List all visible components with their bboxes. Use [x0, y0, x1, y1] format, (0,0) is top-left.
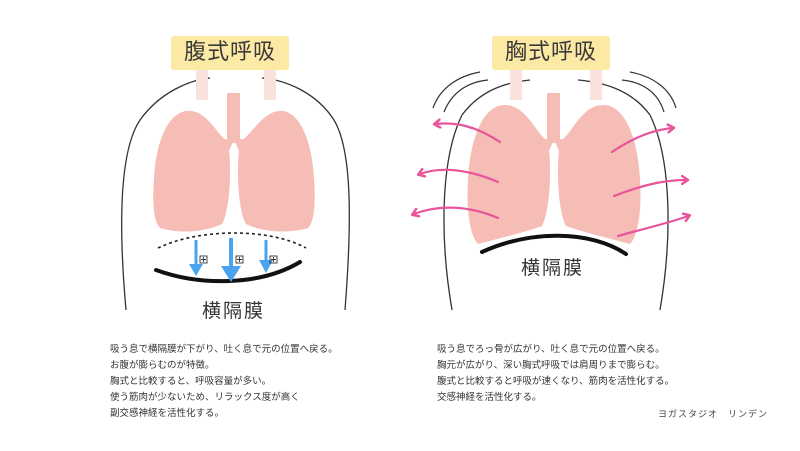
- expansion-arrows: [414, 124, 688, 238]
- abdominal-figure: [120, 70, 350, 311]
- expansion-strokes: [432, 71, 677, 113]
- description-line: 使う筋肉が少ないため、リラックス度が高く: [110, 392, 300, 403]
- left-lung: [467, 104, 550, 244]
- diaphragm-line: [480, 233, 628, 256]
- description-line: 胸元が広がり、深い胸式呼吸では肩周りまで膨らむ。: [437, 360, 665, 371]
- description-line: 胸式と比較すると、呼吸容量が多い。: [110, 376, 272, 387]
- abdominal-description: 吸う息で横隔膜が下がり、吐く息で元の位置へ戻る。 お腹が膨らむのが特徴。 胸式と…: [110, 342, 338, 422]
- torso-outline: [443, 79, 531, 311]
- description-line: 副交感神経を活性化する。: [110, 408, 225, 419]
- torso-outline: [120, 77, 211, 311]
- thoracic-description: 吸う息でろっ骨が広がり、吐く息で元の位置へ戻る。 胸元が広がり、深い胸式呼吸では…: [437, 342, 674, 406]
- torso-outline: [577, 79, 669, 311]
- description-line: お腹が膨らむのが特徴。: [110, 360, 215, 371]
- thoracic-title: 胸式呼吸: [492, 36, 610, 70]
- right-lung: [558, 104, 641, 244]
- description-line: 吸う息でろっ骨が広がり、吐く息で元の位置へ戻る。: [437, 344, 665, 355]
- plus-marks: [199, 255, 278, 264]
- right-lung: [238, 110, 315, 232]
- diaphragm-previous-line: [157, 232, 307, 249]
- abdominal-title: 腹式呼吸: [171, 36, 289, 70]
- left-lung: [153, 110, 230, 232]
- torso-outline: [261, 77, 350, 311]
- trachea: [547, 93, 560, 143]
- abdominal-diaphragm-label: 横隔膜: [202, 300, 266, 322]
- description-line: 交感神経を活性化する。: [437, 392, 542, 403]
- diaphragm-line: [154, 260, 302, 284]
- studio-credit: ヨガスタジオ リンデン: [658, 410, 769, 420]
- downward-arrows: [189, 238, 273, 282]
- thoracic-diaphragm-label: 横隔膜: [521, 257, 585, 279]
- description-line: 腹式と比較すると呼吸が速くなり、筋肉を活性化する。: [437, 376, 675, 387]
- description-line: 吸う息で横隔膜が下がり、吐く息で元の位置へ戻る。: [110, 344, 338, 355]
- trachea: [227, 93, 240, 143]
- thoracic-figure: [414, 70, 688, 311]
